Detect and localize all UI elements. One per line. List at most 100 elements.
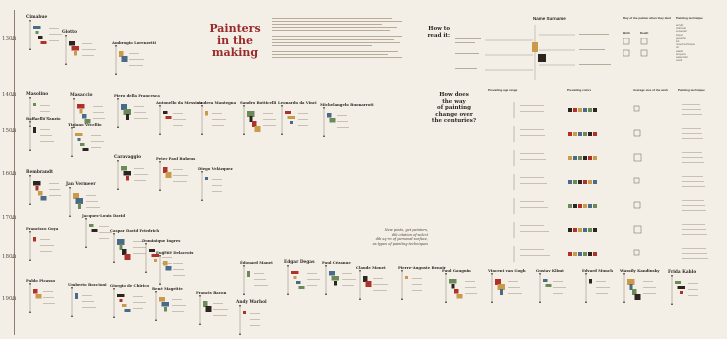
- artwork-mark: [456, 294, 463, 299]
- painter-name: Masaccio: [70, 93, 93, 98]
- technique-item: fresco: [676, 33, 684, 37]
- painter-glyph: [71, 127, 104, 157]
- painter-glyph: [115, 45, 144, 75]
- color-swatch: [583, 180, 587, 184]
- caption-texture: [373, 278, 383, 279]
- death-dot: [29, 203, 31, 205]
- birth-dot: [113, 288, 115, 290]
- birth-dot: [201, 105, 203, 107]
- caption-texture: [40, 245, 54, 246]
- artwork-mark: [119, 51, 124, 57]
- century-row: [513, 174, 705, 190]
- technique-list: acrylic charcoal encaustic fresco gouach…: [676, 24, 726, 62]
- painter-glyph: [243, 265, 268, 295]
- title-line: Painters: [209, 22, 261, 35]
- death-dot: [243, 293, 245, 295]
- painter-name: Edvard Munch: [582, 268, 613, 273]
- artwork-mark: [80, 143, 85, 146]
- caption-texture: [508, 287, 520, 288]
- artwork-mark: [500, 289, 503, 295]
- death-dot: [29, 48, 31, 50]
- painter-glyph: [159, 161, 188, 191]
- caption-texture: [250, 325, 260, 326]
- legend-day-heading: Day of the painter when they died: [623, 16, 671, 20]
- death-dot: [243, 133, 245, 135]
- birth-dot: [159, 105, 161, 107]
- painter-name: Diego Velázquez: [198, 166, 233, 171]
- caption-texture: [162, 257, 172, 258]
- artwork-mark: [75, 293, 78, 299]
- birth-dot: [671, 275, 673, 277]
- axis-tick: [12, 218, 16, 219]
- artwork-mark: [119, 244, 123, 250]
- caption-texture: [49, 40, 59, 41]
- painter-glyph: [491, 273, 522, 303]
- caption-texture: [133, 253, 146, 254]
- artwork-mark: [163, 111, 168, 114]
- technique-item: charcoal: [676, 27, 686, 31]
- birth-dot: [117, 160, 119, 162]
- artwork-mark: [293, 276, 297, 279]
- color-swatch: [588, 156, 592, 160]
- birth-dot: [71, 127, 73, 129]
- death-dot: [117, 126, 119, 128]
- column-age-range: Prevailing age range: [488, 88, 518, 92]
- technique-item: watercolor: [676, 56, 688, 60]
- painter-name: Raffaello Sanzio: [26, 116, 61, 121]
- color-swatch: [593, 252, 597, 256]
- axis-year-1800: 1800: [2, 254, 16, 260]
- birth-dot: [239, 305, 241, 307]
- artwork-mark: [365, 281, 372, 287]
- painter-glyph: [359, 270, 388, 300]
- axis-tick: [12, 174, 16, 175]
- death-dot: [491, 301, 493, 303]
- color-swatch: [568, 180, 572, 184]
- painter-glyph: [201, 105, 226, 135]
- column-size: Average size of the work: [633, 88, 669, 92]
- birth-dot: [401, 270, 403, 272]
- axis-year-1900: 1900: [2, 296, 16, 302]
- caption-texture: [40, 111, 50, 112]
- artwork-mark: [77, 104, 85, 109]
- caption-texture: [129, 65, 143, 66]
- death-dot: [69, 215, 71, 217]
- intro-text-block: [272, 18, 402, 58]
- color-swatch: [583, 156, 587, 160]
- death-dot: [145, 271, 147, 273]
- caption-texture: [263, 113, 273, 114]
- caption-texture: [212, 119, 226, 120]
- caption-texture: [129, 59, 144, 60]
- artwork-mark: [33, 289, 38, 294]
- artwork-mark: [75, 198, 83, 204]
- artwork-mark: [205, 306, 212, 312]
- caption-texture: [173, 269, 184, 270]
- death-dot: [445, 301, 447, 303]
- artwork-mark: [634, 294, 641, 300]
- birth-dot: [445, 273, 447, 275]
- artwork-mark: [545, 284, 552, 287]
- caption-texture: [212, 185, 222, 186]
- painter-glyph: [623, 273, 656, 303]
- artwork-mark: [329, 118, 336, 123]
- birth-dot: [65, 35, 67, 37]
- century-row: [513, 102, 702, 118]
- painter-name: Vincent van Gogh: [488, 268, 526, 273]
- caption-texture: [43, 303, 55, 304]
- legend-sample-name: Name Surname: [533, 16, 566, 21]
- artwork-mark: [82, 148, 89, 151]
- axis-year-1500: 1500: [2, 128, 16, 134]
- painter-glyph: [323, 107, 349, 137]
- caption-texture: [99, 238, 109, 239]
- artwork-mark: [33, 127, 36, 133]
- artwork-mark: [164, 307, 167, 312]
- artwork-mark: [38, 191, 43, 196]
- caption-texture: [553, 281, 563, 282]
- color-swatch: [593, 108, 597, 112]
- death-dot: [539, 301, 541, 303]
- caption-texture: [134, 106, 144, 107]
- death-dot: [201, 133, 203, 135]
- painter-name: Dominique Ingres: [142, 238, 181, 243]
- artwork-mark: [334, 281, 337, 286]
- caption-texture: [172, 305, 186, 306]
- birth-dot: [243, 265, 245, 267]
